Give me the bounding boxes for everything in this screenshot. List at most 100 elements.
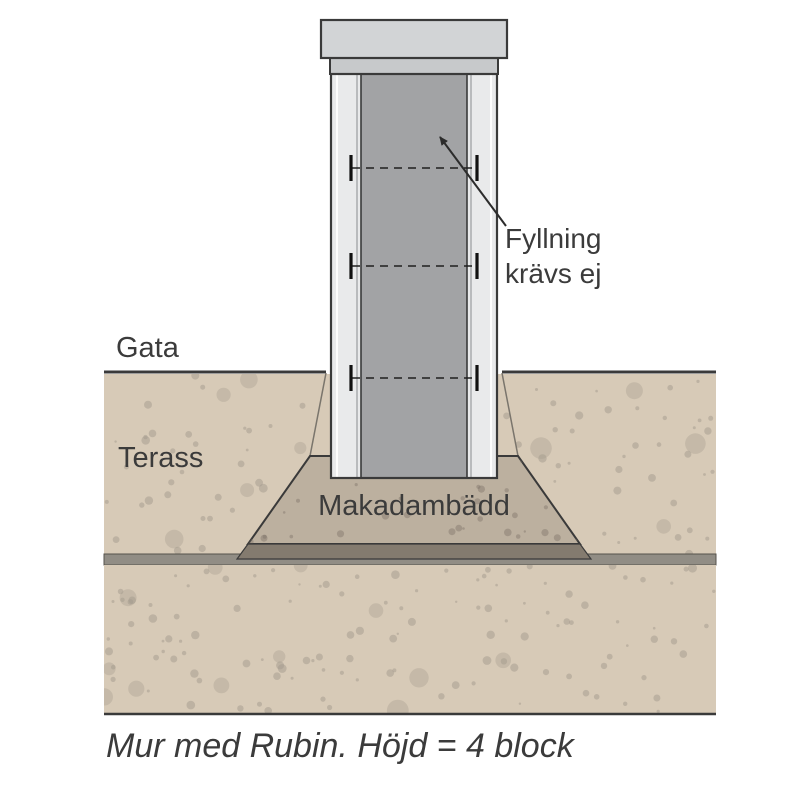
soil-speckle [535, 388, 538, 391]
soil-speckle [550, 400, 557, 407]
soil-speckle [128, 596, 136, 604]
soil-speckle [336, 530, 345, 538]
soil-speckle [553, 480, 557, 483]
soil-speckle [595, 389, 598, 393]
soil-speckle [600, 662, 608, 670]
soil-speckle [164, 491, 172, 499]
soil-speckle [617, 541, 621, 544]
soil-speckle [173, 613, 180, 620]
soil-speckle [104, 499, 109, 504]
soil-speckle [623, 575, 628, 580]
soil-speckle [346, 654, 354, 663]
soil-speckle [662, 415, 667, 421]
soil-speckle [615, 620, 620, 624]
soil-speckle [518, 702, 522, 705]
soil-speckle [485, 566, 491, 573]
soil-speckle [174, 574, 178, 578]
soil-speckle [245, 448, 249, 452]
soil-speckle [277, 664, 287, 673]
soil-speckle [196, 677, 203, 684]
soil-speckle [641, 675, 647, 681]
soil-speckle [229, 507, 235, 513]
soil-speckle [190, 669, 199, 678]
soil-speckle [486, 630, 495, 639]
soil-speckle [396, 632, 399, 635]
soil-speckle [271, 568, 276, 573]
soil-speckle [635, 406, 640, 411]
soil-speckle [186, 584, 190, 588]
soil-speckle [170, 448, 176, 454]
soil-speckle [128, 621, 135, 628]
soil-speckle [200, 516, 206, 521]
soil-speckle [582, 689, 590, 697]
wall-outline [329, 72, 499, 480]
soil-speckle [606, 653, 613, 660]
soil-speckle [542, 669, 550, 676]
soil-speckle [515, 441, 522, 448]
soil-speckle [168, 479, 175, 486]
soil-speckle [112, 536, 120, 543]
soil-speckle [566, 673, 572, 680]
soil-speckle [575, 411, 584, 420]
soil-speckle [179, 639, 183, 643]
soil-speckle [712, 589, 716, 593]
soil-speckle [510, 663, 519, 672]
soil-speckle [653, 694, 661, 702]
soil-speckle [148, 429, 157, 438]
soil-speckle [253, 574, 257, 578]
soil-speckle [111, 664, 116, 670]
soil-speckle [165, 635, 173, 643]
soil-speckle [260, 534, 268, 542]
soil-speckle [506, 568, 512, 574]
soil-speckle [203, 568, 210, 575]
soil-speckle [237, 705, 244, 712]
soil-speckle [604, 406, 612, 414]
soil-speckle [243, 426, 247, 430]
soil-speckle [476, 484, 481, 489]
soil-speckle [656, 519, 671, 534]
soil-speckle [543, 505, 549, 510]
soil-speckle [192, 441, 199, 447]
soil-speckle [233, 604, 241, 613]
soil-speckle [398, 496, 402, 501]
soil-speckle [185, 431, 193, 438]
soil-speckle [104, 662, 116, 676]
soil-speckle [613, 486, 622, 495]
soil-speckle [633, 536, 637, 540]
soil-speckle [503, 412, 510, 420]
soil-speckle [705, 536, 710, 541]
soil-speckle [114, 440, 117, 443]
soil-speckle [146, 689, 150, 693]
soil-speckle [471, 681, 476, 686]
soil-speckle [298, 583, 301, 586]
soil-speckle [474, 498, 481, 505]
soil-speckle [656, 442, 662, 447]
soil-speckle [161, 649, 165, 654]
soil-speckle [302, 656, 311, 665]
soil-speckle [191, 374, 200, 380]
soil-speckle [170, 655, 178, 663]
soil-speckle [105, 647, 113, 656]
soil-speckle [299, 402, 306, 409]
soil-speckle [674, 534, 682, 541]
soil-speckle [143, 434, 148, 440]
soil-speckle [104, 688, 113, 706]
soil-speckle [552, 427, 558, 433]
soil-speckle [704, 427, 712, 435]
soil-speckle [515, 534, 521, 539]
soil-speckle [504, 528, 512, 537]
soil-speckle [181, 650, 187, 656]
wall [319, 18, 509, 480]
soil-speckle [240, 483, 255, 498]
soil-speckle [315, 653, 323, 661]
soil-speckle [164, 529, 184, 549]
soil-speckle [311, 659, 315, 663]
soil-speckle [692, 426, 696, 430]
soil-speckle [448, 528, 456, 536]
soil-speckle [504, 488, 509, 493]
soil-speckle [703, 473, 706, 476]
trench-edge-left [309, 372, 327, 457]
soil-speckle [339, 670, 344, 675]
soil-speckle [482, 656, 492, 665]
soil-speckle [392, 668, 397, 673]
